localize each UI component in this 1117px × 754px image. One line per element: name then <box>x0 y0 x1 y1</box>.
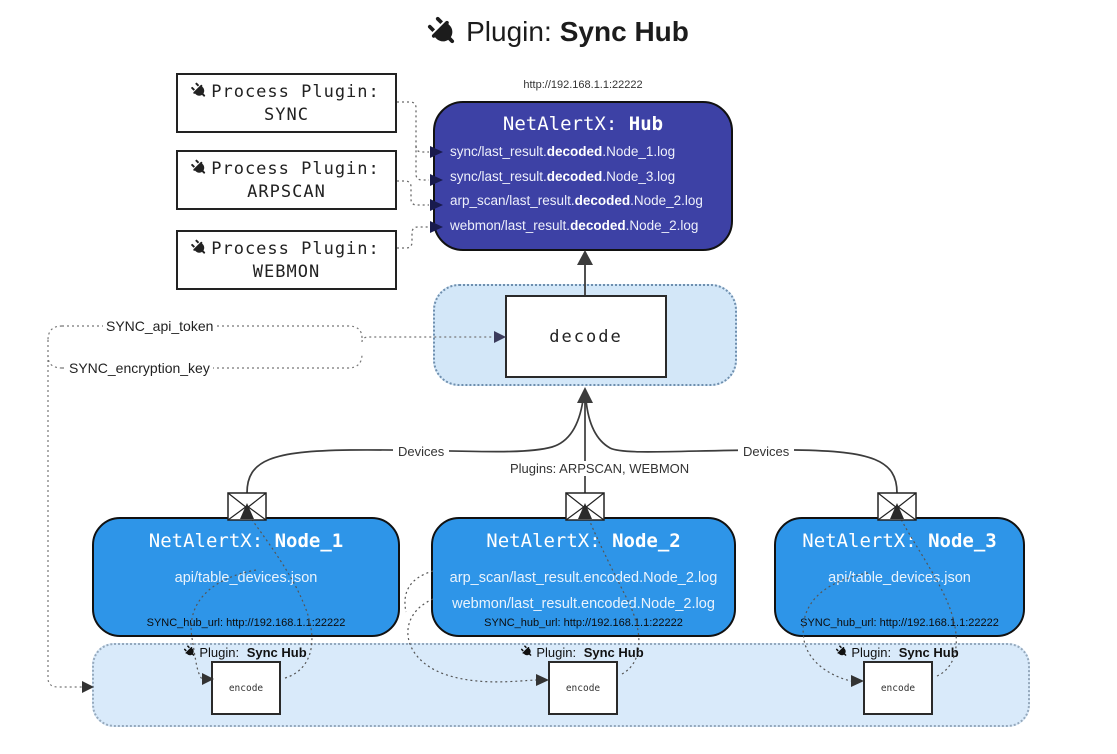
process-plugin-label: Process Plugin: <box>211 159 380 179</box>
node-to-decode-curves <box>246 398 898 494</box>
envelope-icon <box>877 492 917 521</box>
node1-hub-url: SYNC_hub_url: http://192.168.1.1:22222 <box>146 617 346 629</box>
node2-box: NetAlertX: Node_2 arp_scan/last_result.e… <box>431 517 736 637</box>
node1-files: api/table_devices.json <box>174 570 318 586</box>
plug-icon <box>182 643 201 662</box>
hub-log-line: arp_scan/last_result.decoded.Node_2.log <box>450 193 703 208</box>
hub-log-list: sync/last_result.decoded.Node_1.log sync… <box>435 140 731 238</box>
envelope-icons <box>227 492 917 521</box>
title-prefix: Plugin: <box>466 16 552 47</box>
plug-icon <box>188 236 214 262</box>
process-plugin-name: ARPSCAN <box>247 181 326 202</box>
plug-icon <box>834 643 853 662</box>
plug-icon <box>422 11 464 53</box>
process-plugin-name: SYNC <box>264 104 309 125</box>
devices-right-label: Devices <box>738 444 795 459</box>
encoder3-label: Plugin: Sync Hub <box>818 645 978 660</box>
node3-box: NetAlertX: Node_3 api/table_devices.json… <box>774 517 1025 637</box>
node3-files: api/table_devices.json <box>828 570 971 586</box>
hub-log-line: webmon/last_result.decoded.Node_2.log <box>450 217 699 233</box>
encode1-box: encode <box>211 661 281 715</box>
encoder1-label: Plugin: Sync Hub <box>166 645 326 660</box>
envelope-icon <box>565 492 605 521</box>
node1-title: NetAlertX: Node_1 <box>148 530 344 552</box>
node3-hub-url: SYNC_hub_url: http://192.168.1.1:22222 <box>800 617 999 629</box>
plug-icon <box>519 643 538 662</box>
page-title: Plugin: Sync Hub <box>0 16 1117 48</box>
process-plugin-box-webmon: Process Plugin: WEBMON <box>176 230 397 290</box>
process-plugin-label: Process Plugin: <box>211 239 380 259</box>
plug-icon <box>188 156 214 182</box>
title-name: Sync Hub <box>559 16 689 47</box>
plug-icon <box>188 79 214 105</box>
process-plugin-box-arpscan: Process Plugin: ARPSCAN <box>176 150 397 210</box>
plugin-to-hub-wires <box>397 101 429 249</box>
encode2-box: encode <box>548 661 618 715</box>
process-plugin-name: WEBMON <box>252 261 321 282</box>
devices-left-label: Devices <box>393 444 450 459</box>
hub-box: NetAlertX: Hub sync/last_result.decoded.… <box>433 101 733 251</box>
node2-title: NetAlertX: Node_2 <box>486 530 681 552</box>
hub-log-line: sync/last_result.decoded.Node_3.log <box>450 168 676 184</box>
decode-to-hub-arrowhead <box>577 250 593 265</box>
node1-box: NetAlertX: Node_1 api/table_devices.json… <box>92 517 400 637</box>
node2-hub-url: SYNC_hub_url: http://192.168.1.1:22222 <box>484 617 683 629</box>
sync-api-token-label: SYNC_api_token <box>103 318 217 334</box>
sync-encryption-key-label: SYNC_encryption_key <box>66 360 213 376</box>
process-plugin-box-sync: Process Plugin: SYNC <box>176 73 397 133</box>
hub-url-label: http://192.168.1.1:22222 <box>523 79 643 91</box>
hub-title: NetAlertX: Hub <box>502 113 664 135</box>
node2-files: arp_scan/last_result.encoded.Node_2.log … <box>449 570 718 612</box>
decode-box: decode <box>505 295 667 378</box>
encoder2-label: Plugin: Sync Hub <box>503 645 663 660</box>
node3-title: NetAlertX: Node_3 <box>802 530 997 552</box>
plugins-label: Plugins: ARPSCAN, WEBMON <box>505 461 695 476</box>
envelope-icon <box>227 492 267 521</box>
hub-log-line: sync/last_result.decoded.Node_1.log <box>450 144 676 159</box>
encode3-box: encode <box>863 661 933 715</box>
decode-bottom-arrowhead <box>577 387 593 403</box>
process-plugin-label: Process Plugin: <box>211 82 380 102</box>
